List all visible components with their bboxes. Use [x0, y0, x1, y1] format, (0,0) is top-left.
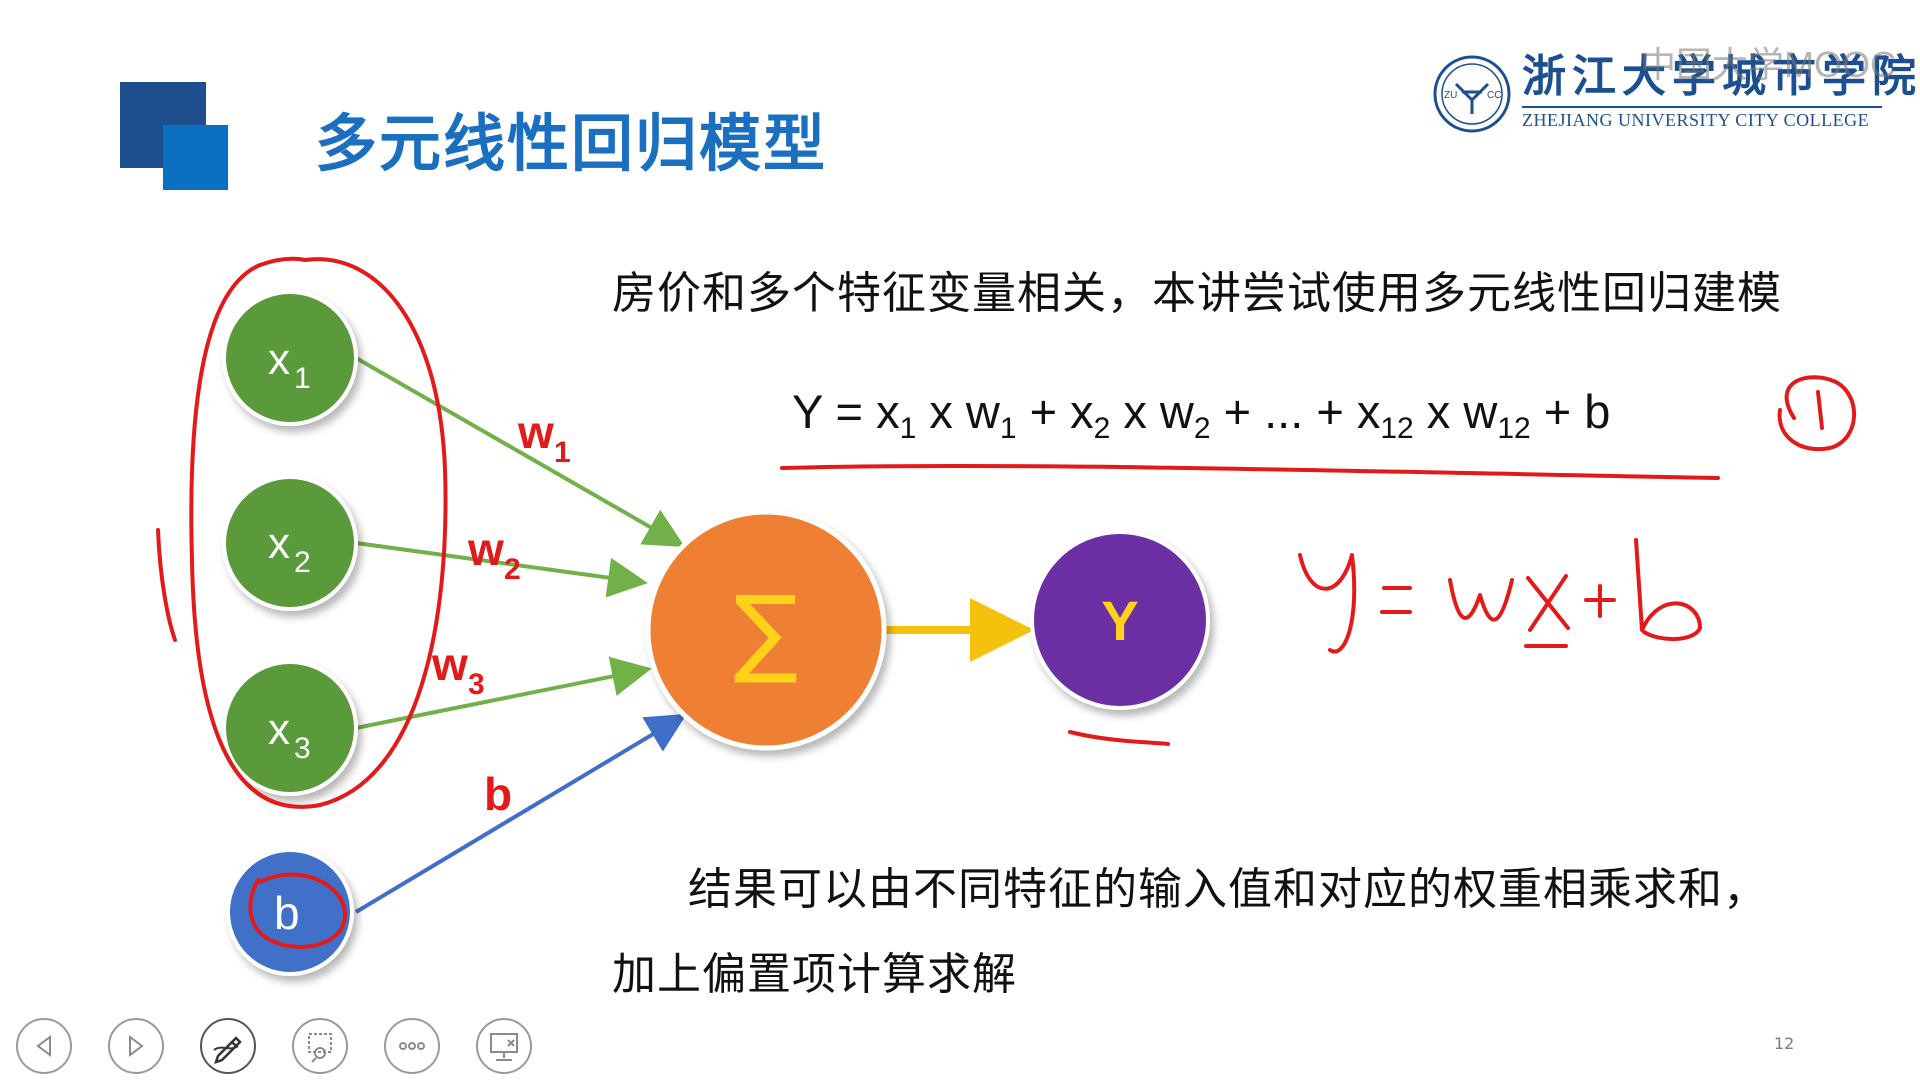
formula-times: x — [1110, 385, 1160, 438]
weight-w3: w 3 — [431, 638, 485, 701]
toolbar-more-button[interactable] — [384, 1018, 440, 1074]
formula-b: b — [1584, 385, 1611, 438]
x2-sub: 2 — [294, 546, 311, 579]
seal-right-text: CC — [1487, 90, 1501, 101]
annotation-handwritten-equals — [1380, 586, 1412, 614]
formula-plus: + — [1530, 385, 1585, 438]
w3-sub: 3 — [468, 668, 485, 701]
edge-x3-sum — [355, 656, 652, 730]
annotation-handwritten-b — [1634, 538, 1702, 642]
page-number: 12 — [1774, 1034, 1795, 1053]
pen-icon — [213, 1036, 242, 1064]
annotation-handwritten-x — [1526, 574, 1570, 632]
slide-title: 多元线性回归模型 — [315, 107, 828, 180]
formula-x12-sub: 12 — [1380, 412, 1414, 445]
presenter-screen-icon — [490, 1033, 518, 1061]
formula-plus: + — [1016, 385, 1071, 438]
formula-x1-sub: 1 — [899, 412, 917, 445]
toolbar-slide-view-button[interactable] — [292, 1018, 348, 1074]
formula-x1: x — [876, 385, 900, 438]
bias-weight-label: b — [484, 768, 512, 820]
formula-x2: x — [1070, 385, 1094, 438]
result-text-line2: 加上偏置项计算求解 — [612, 949, 1017, 1000]
output-label: Y — [1101, 589, 1138, 652]
w1-sub: 1 — [554, 436, 571, 469]
formula-w2: w — [1159, 385, 1194, 438]
weight-w1: w 1 — [517, 406, 571, 469]
more-dots-icon — [399, 1042, 425, 1050]
bias-node: b — [226, 848, 354, 976]
sum-node: ∑ — [645, 509, 887, 751]
annotation-handwritten-y — [1298, 553, 1357, 654]
w1-label: w — [517, 406, 554, 458]
formula-w12: w — [1463, 385, 1498, 438]
edge-x2-sum — [355, 541, 648, 598]
handwritten-annotations — [156, 256, 1857, 949]
mooc-watermark: 中国大学MOOC — [1640, 44, 1896, 85]
university-seal-icon: ZU CC — [1433, 55, 1511, 133]
annotation-circled-one — [1777, 375, 1857, 452]
w3-label: w — [431, 638, 468, 690]
input-node-x1: x 1 — [222, 290, 358, 426]
input-node-x2: x 2 — [222, 475, 358, 611]
x3-sub: 3 — [294, 732, 311, 765]
formula-equals: = — [822, 385, 877, 438]
seal-left-text: ZU — [1444, 90, 1457, 101]
edge-bias-sum — [354, 713, 687, 914]
toolbar-previous-button[interactable] — [16, 1018, 72, 1074]
intro-text: 房价和多个特征变量相关，本讲尝试使用多元线性回归建模 — [612, 268, 1782, 319]
logo-english-name: ZHEJIANG UNIVERSITY CITY COLLEGE — [1522, 110, 1870, 130]
formula-times: x — [1413, 385, 1464, 438]
annotation-handwritten-w — [1448, 578, 1514, 622]
toolbar-next-button[interactable] — [108, 1018, 164, 1074]
x1-sub: 1 — [294, 362, 311, 395]
regression-formula: Y = x1 x w1 + x2 x w2 + ... + x12 x w12 … — [792, 380, 1610, 461]
triangle-left-icon — [36, 1035, 51, 1057]
formula-x2-sub: 2 — [1093, 412, 1111, 445]
annotation-formula-underline — [780, 463, 1720, 480]
input-node-x3: x 3 — [222, 660, 358, 796]
logo-divider — [1522, 106, 1882, 108]
w2-label: w — [467, 523, 504, 575]
slide-zoom-icon — [308, 1033, 332, 1063]
formula-w12-sub: 12 — [1497, 412, 1531, 445]
x1-label: x — [268, 335, 290, 384]
triangle-right-icon — [129, 1035, 144, 1057]
bias-label: b — [274, 887, 300, 939]
annotation-loop-inputs — [189, 256, 448, 809]
annotation-circled-one-stroke — [1816, 390, 1824, 430]
weight-w2: w 2 — [467, 523, 521, 586]
formula-w1-sub: 1 — [999, 412, 1017, 445]
x3-label: x — [268, 705, 290, 754]
logo-chinese-name: 浙江大学城市学院 — [1522, 51, 1920, 102]
annotation-tick-left — [156, 528, 177, 642]
toolbar-presenter-button[interactable] — [476, 1018, 532, 1074]
title-decoration-square-front — [163, 125, 228, 190]
output-node: Y — [1030, 530, 1210, 710]
annotation-handwritten-plus — [1584, 584, 1616, 618]
formula-w2-sub: 2 — [1193, 412, 1211, 445]
toolbar-pen-button[interactable] — [200, 1018, 256, 1074]
sum-symbol: ∑ — [734, 575, 799, 687]
formula-y: Y — [792, 385, 823, 438]
formula-w1: w — [965, 385, 1000, 438]
formula-times: x — [916, 385, 966, 438]
x2-label: x — [268, 519, 290, 568]
formula-ellipsis: + ... + — [1210, 385, 1357, 438]
annotation-output-underline — [1068, 730, 1170, 746]
formula-x12: x — [1356, 385, 1381, 438]
edge-x1-sum — [355, 356, 685, 547]
result-text-line1: 结果可以由不同特征的输入值和对应的权重相乘求和， — [688, 864, 1768, 915]
annotation-circle-bias — [248, 872, 347, 949]
w2-sub: 2 — [504, 553, 521, 586]
